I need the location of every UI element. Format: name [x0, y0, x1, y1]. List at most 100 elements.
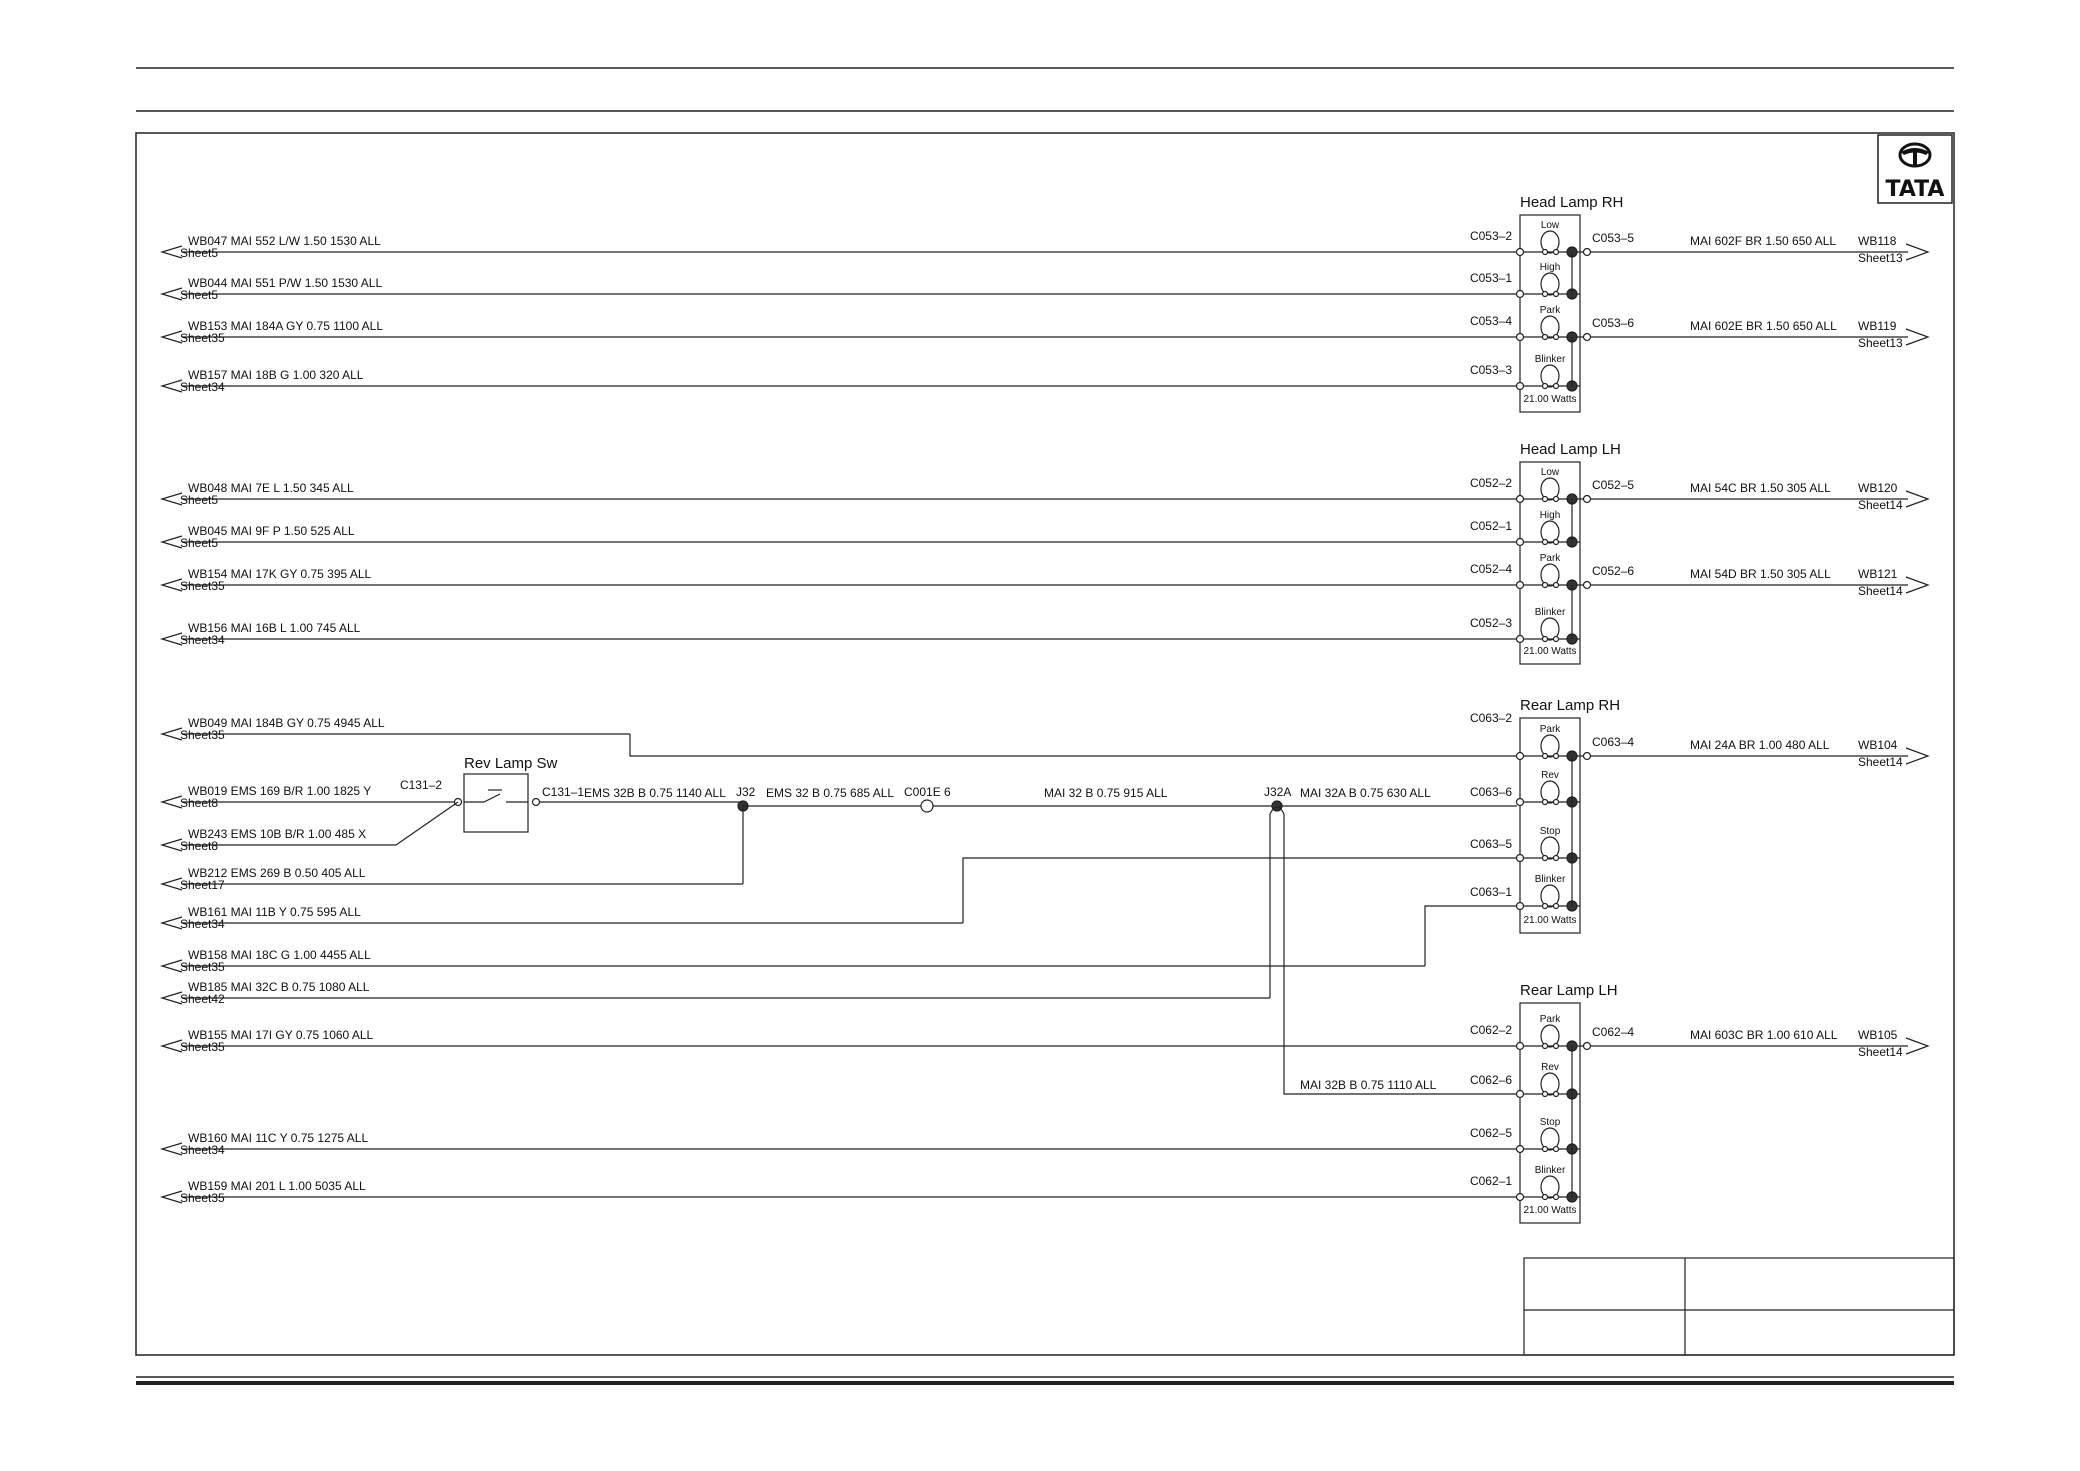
lamp-label: Blinker	[1535, 354, 1566, 365]
bulb-contact	[1552, 798, 1560, 806]
bulb-contact	[1541, 581, 1549, 589]
bulb-contact	[1552, 248, 1560, 256]
lamp-label: Low	[1541, 467, 1560, 478]
connector-arrow-right	[1905, 576, 1930, 594]
lamp-bulb-icon	[1540, 1175, 1560, 1199]
right-wire-label: MAI 602E BR 1.50 650 ALL	[1690, 319, 1837, 333]
connector-arrow-right	[1905, 243, 1930, 261]
connector-arrow-right	[1905, 328, 1930, 346]
connector-arrow-left	[159, 287, 183, 301]
left-wire-label: WB243 EMS 10B B/R 1.00 485 X	[188, 827, 366, 841]
lamp-bulb-icon	[1540, 477, 1560, 501]
connector-pin	[1515, 1144, 1525, 1154]
switch-pin-in-label: C131–2	[400, 778, 442, 792]
lamp-bulb-icon	[1540, 364, 1560, 388]
left-pin-label: C062–2	[1470, 1023, 1512, 1037]
left-wire-label: WB161 MAI 11B Y 0.75 595 ALL	[188, 905, 361, 919]
lamp-bulb-icon	[1540, 272, 1560, 296]
component-title: Head Lamp LH	[1520, 441, 1621, 458]
left-pin-label: C052–1	[1470, 519, 1512, 533]
lamp-label: Park	[1540, 305, 1562, 316]
right-wire-id: WB104	[1858, 738, 1898, 752]
connector-pin	[1515, 1089, 1525, 1099]
rev-lamp-switch	[463, 773, 529, 833]
connector-arrow-left	[159, 330, 183, 344]
right-wire-label: MAI 54D BR 1.50 305 ALL	[1690, 567, 1831, 581]
connector-arrow-left	[159, 838, 183, 852]
lamp-label: High	[1540, 510, 1561, 521]
connector-arrow-right	[1905, 490, 1930, 508]
connector-arrow-left	[159, 877, 183, 891]
drawing-frame	[135, 132, 1955, 1356]
connector-pin	[1515, 1041, 1525, 1051]
connector-arrow-left	[159, 1190, 183, 1204]
lamp-wattage: 21.00 Watts	[1524, 646, 1577, 657]
left-wire-label: WB044 MAI 551 P/W 1.50 1530 ALL	[188, 276, 382, 290]
connector-pin	[1582, 494, 1592, 504]
left-wire-label: WB048 MAI 7E L 1.50 345 ALL	[188, 481, 354, 495]
connector-arrow-left	[159, 1142, 183, 1156]
right-wire-sheet: Sheet14	[1858, 584, 1903, 598]
wire-crossover	[1269, 806, 1285, 815]
left-pin-label: C062–1	[1470, 1174, 1512, 1188]
connector-pin	[1515, 381, 1525, 391]
left-wire-sheet: Sheet35	[180, 1191, 225, 1205]
connector-arrow-left	[159, 1039, 183, 1053]
left-wire-sheet: Sheet34	[180, 380, 225, 394]
left-wire-sheet: Sheet5	[180, 493, 218, 507]
bulb-contact	[1552, 902, 1560, 910]
left-wire-label: WB045 MAI 9F P 1.50 525 ALL	[188, 524, 355, 538]
left-pin-label: C052–4	[1470, 562, 1512, 576]
left-wire-label: WB185 MAI 32C B 0.75 1080 ALL	[188, 980, 370, 994]
lamp-label: Rev	[1541, 1062, 1559, 1073]
bulb-contact	[1552, 1145, 1560, 1153]
left-wire-sheet: Sheet35	[180, 1040, 225, 1054]
lamp-bulb-icon	[1540, 563, 1560, 587]
left-wire-label: WB155 MAI 17I GY 0.75 1060 ALL	[188, 1028, 374, 1042]
left-wire-sheet: Sheet35	[180, 331, 225, 345]
mid-wire-label: EMS 32 B 0.75 685 ALL	[766, 786, 894, 800]
right-pin-label: C052–6	[1592, 564, 1634, 578]
connector-arrow-right	[1905, 747, 1930, 765]
connector-arrow-left	[159, 379, 183, 393]
right-wire-id: WB120	[1858, 481, 1898, 495]
junction-label: J32A	[1264, 785, 1291, 799]
bulb-contact	[1541, 798, 1549, 806]
right-wire-id: WB119	[1858, 319, 1897, 333]
right-wire-id: WB118	[1858, 234, 1897, 248]
left-wire-label: WB049 MAI 184B GY 0.75 4945 ALL	[188, 716, 385, 730]
bulb-contact	[1552, 538, 1560, 546]
lamp-label: Low	[1541, 220, 1560, 231]
right-wire-sheet: Sheet14	[1858, 1045, 1903, 1059]
connector-label: C001E 6	[904, 785, 951, 799]
left-wire-sheet: Sheet35	[180, 728, 225, 742]
connector-pin	[1582, 332, 1592, 342]
rev-lamp-switch-title: Rev Lamp Sw	[464, 755, 558, 772]
left-wire-label: WB047 MAI 552 L/W 1.50 1530 ALL	[188, 234, 381, 248]
lamp-bulb-icon	[1540, 836, 1560, 860]
connector-pin	[1515, 494, 1525, 504]
mid-wire-label: MAI 32B B 0.75 1110 ALL	[1300, 1078, 1437, 1092]
lamp-bulb-icon	[1540, 315, 1560, 339]
connector-arrow-left	[159, 727, 183, 741]
connector-pin	[1582, 580, 1592, 590]
connector-arrow-left	[159, 795, 183, 809]
mid-wire-label: EMS 32B B 0.75 1140 ALL	[584, 786, 726, 800]
lamp-label: Blinker	[1535, 607, 1566, 618]
logo-text: TATA	[1886, 177, 1945, 202]
lamp-bulb-icon	[1540, 1072, 1560, 1096]
connector-pin	[1515, 332, 1525, 342]
left-wire-sheet: Sheet5	[180, 288, 218, 302]
bulb-contact	[1541, 333, 1549, 341]
connector-pin	[1515, 247, 1525, 257]
left-wire-sheet: Sheet42	[180, 992, 225, 1006]
right-wire-sheet: Sheet14	[1858, 498, 1903, 512]
bulb-contact	[1541, 290, 1549, 298]
bulb-contact	[1552, 290, 1560, 298]
right-pin-label: C063–4	[1592, 735, 1634, 749]
lamp-label: Rev	[1541, 770, 1559, 781]
connector-pin	[1515, 901, 1525, 911]
lamp-bulb-icon	[1540, 230, 1560, 254]
connector-pin	[1515, 1192, 1525, 1202]
left-wire-sheet: Sheet8	[180, 796, 218, 810]
